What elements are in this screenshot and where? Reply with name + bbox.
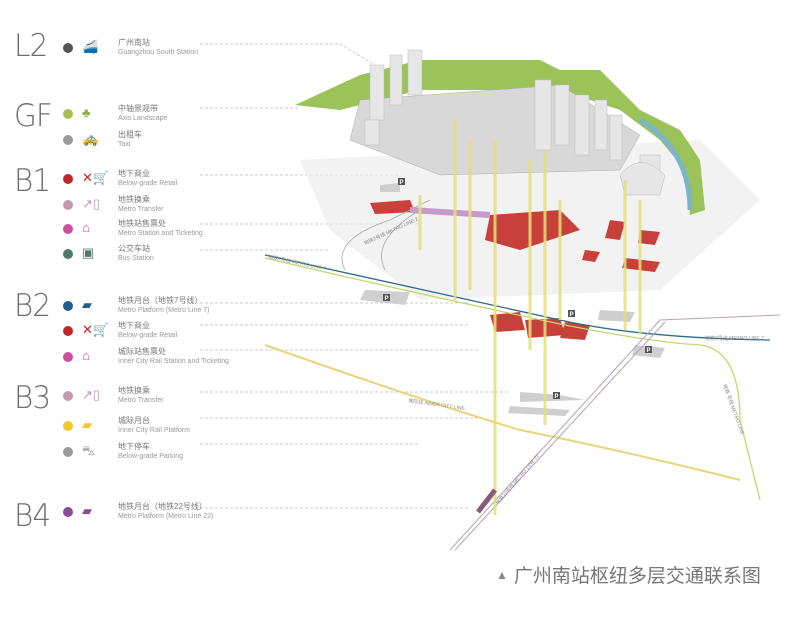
legend-label-zh: 地下商业: [118, 169, 150, 178]
legend-item: ↗▯ 地铁换乘 Metro Transfer: [60, 195, 250, 219]
color-dot: [63, 421, 73, 431]
triangle-marker-icon: ▲: [496, 568, 508, 582]
level-label-b4: B4: [14, 498, 51, 534]
legend-label-zh: 广州南站: [118, 38, 150, 47]
color-dot: [63, 507, 73, 517]
legend-label-en: Axis Landscape: [118, 115, 168, 122]
tree-icon: ♣: [82, 105, 91, 120]
buildings: [364, 49, 666, 196]
color-dot: [63, 326, 73, 336]
legend-label-zh: 地铁站售票处: [118, 219, 166, 228]
label-line7-left: 地铁7号线 METRO LINE 7: [268, 253, 327, 272]
rail-train-icon: ▰: [82, 417, 92, 432]
legend-label-en: Bus Station: [118, 255, 154, 262]
metro-train-icon: ▰: [82, 297, 92, 312]
level-label-b3: B3: [14, 380, 51, 416]
river: [638, 117, 693, 211]
legend-label-en: Below-grade Retail: [118, 332, 178, 339]
legend-label-zh: 城际站售票处: [118, 347, 166, 356]
escalator-transfer-icon: ↗▯: [82, 387, 101, 402]
b1-concourse: [409, 207, 491, 218]
level-label-b2: B2: [14, 288, 51, 324]
legend-label-en: Inner City Rail Platform: [118, 427, 190, 434]
color-dot: [63, 352, 73, 362]
color-dot: [63, 135, 73, 145]
legend-label-zh: 公交车站: [118, 244, 150, 253]
legend-item: ▣ 公交车站 Bus Station: [60, 244, 250, 268]
color-dot: [63, 109, 73, 119]
legend-item: ⌂ 城际站售票处 Inner City Rail Station and Tic…: [60, 347, 250, 371]
legend-label-en: Metro Station and Ticketing: [118, 230, 203, 237]
metro-22-platform: [476, 488, 497, 514]
color-dot: [63, 43, 73, 53]
color-dot: [63, 391, 73, 401]
level-label-l2: L2: [14, 28, 48, 64]
axis-landscape: [295, 60, 705, 215]
legend-label-en: Metro Platform (Metro Line 7): [118, 307, 210, 314]
legend-item: ↗▯ 地铁换乘 Metro Transfer: [60, 386, 250, 410]
legend-item: ▰ 地铁月台（地铁22号线） Metro Platform (Metro Lin…: [60, 502, 250, 526]
escalator-transfer-icon: ↗▯: [82, 196, 101, 211]
parking-marker: P: [555, 394, 559, 400]
legend-label-zh: 出租车: [118, 130, 142, 139]
legend-item: ▰ 城际月台 Inner City Rail Platform: [60, 416, 250, 440]
level-label-b1: B1: [14, 163, 51, 199]
legend-item: ✕🛒 地下商业 Below-grade Retail: [60, 321, 250, 345]
legend-item: ⌂ 地铁站售票处 Metro Station and Ticketing: [60, 219, 250, 243]
caption-text: 广州南站枢纽多层交通联系图: [513, 566, 761, 587]
legend-label-zh: 地下商业: [118, 321, 150, 330]
legend-item: ✕🛒 地下商业 Below-grade Retail: [60, 169, 250, 193]
high-speed-train-icon: 🚄: [82, 39, 99, 54]
legend-label-zh: 城际月台: [118, 416, 150, 425]
restaurant-cart-icon: ✕🛒: [82, 322, 110, 337]
legend-label-zh: 地铁月台（地铁22号线）: [118, 502, 207, 511]
color-dot: [63, 224, 73, 234]
legend-label-zh: 地下停车: [118, 442, 150, 451]
parking-markers: P P P P P: [383, 178, 652, 400]
bus-icon: ▣: [82, 245, 95, 260]
ticketing-icon: ⌂: [82, 220, 90, 235]
legend-label-en: Metro Platform (Metro Line 22): [118, 513, 214, 520]
parking-marker: P: [400, 180, 404, 186]
label-line7-right: 地铁7号线 METRO LINE 7: [705, 335, 764, 342]
legend-item: ▰ 地铁月台（地铁7号线） Metro Platform (Metro Line…: [60, 296, 250, 320]
legend-label-zh: 地铁换乘: [118, 386, 150, 395]
label-line-right: 地铁 号线 METRO LINE: [721, 383, 746, 436]
color-dot: [63, 301, 73, 311]
parking-car-icon: ⛍: [82, 443, 96, 458]
restaurant-cart-icon: ✕🛒: [82, 170, 110, 185]
label-line22: 地铁22号线 METRO LINE 22: [494, 452, 541, 506]
parking-marker: P: [647, 348, 651, 354]
vertical-shafts: [418, 120, 642, 515]
metro-train-icon: ▰: [82, 503, 92, 518]
legend-item: ♣ 中轴景观带 Axis Landscape: [60, 104, 250, 128]
color-dot: [63, 200, 73, 210]
color-dot: [63, 447, 73, 457]
legend-item: 🚄 广州南站 Guangzhou South Station: [60, 38, 250, 62]
legend-item: ⛍ 地下停车 Below-grade Parking: [60, 442, 250, 466]
legend-label-en: Guangzhou South Station: [118, 49, 199, 56]
parking-pads: [360, 183, 665, 416]
rail-lines: [264, 199, 781, 551]
legend-label-en: Metro Transfer: [118, 206, 164, 213]
b1-retail: [370, 200, 660, 272]
label-inner-city: 城际线 INNER CITY LINE: [408, 397, 466, 412]
legend-label-en: Taxi: [118, 141, 131, 148]
legend-label-zh: 地铁月台（地铁7号线）: [118, 296, 203, 305]
legend-label-zh: 中轴景观带: [118, 104, 158, 113]
legend-label-en: Below-grade Parking: [118, 453, 183, 460]
parking-marker: P: [570, 312, 574, 318]
legend-item: 🚕 出租车 Taxi: [60, 130, 250, 154]
legend-label-en: Below-grade Retail: [118, 180, 178, 187]
taxi-icon: 🚕: [82, 131, 99, 146]
parking-marker: P: [385, 296, 389, 302]
legend-label-zh: 地铁换乘: [118, 195, 150, 204]
diagram-caption: ▲ 广州南站枢纽多层交通联系图: [496, 561, 761, 588]
color-dot: [63, 174, 73, 184]
legend-label-en: Metro Transfer: [118, 397, 164, 404]
legend-label-en: Inner City Rail Station and Ticketing: [118, 358, 229, 365]
level-label-gf: GF: [14, 98, 53, 134]
color-dot: [63, 249, 73, 259]
ticketing-icon: ⌂: [82, 348, 90, 363]
